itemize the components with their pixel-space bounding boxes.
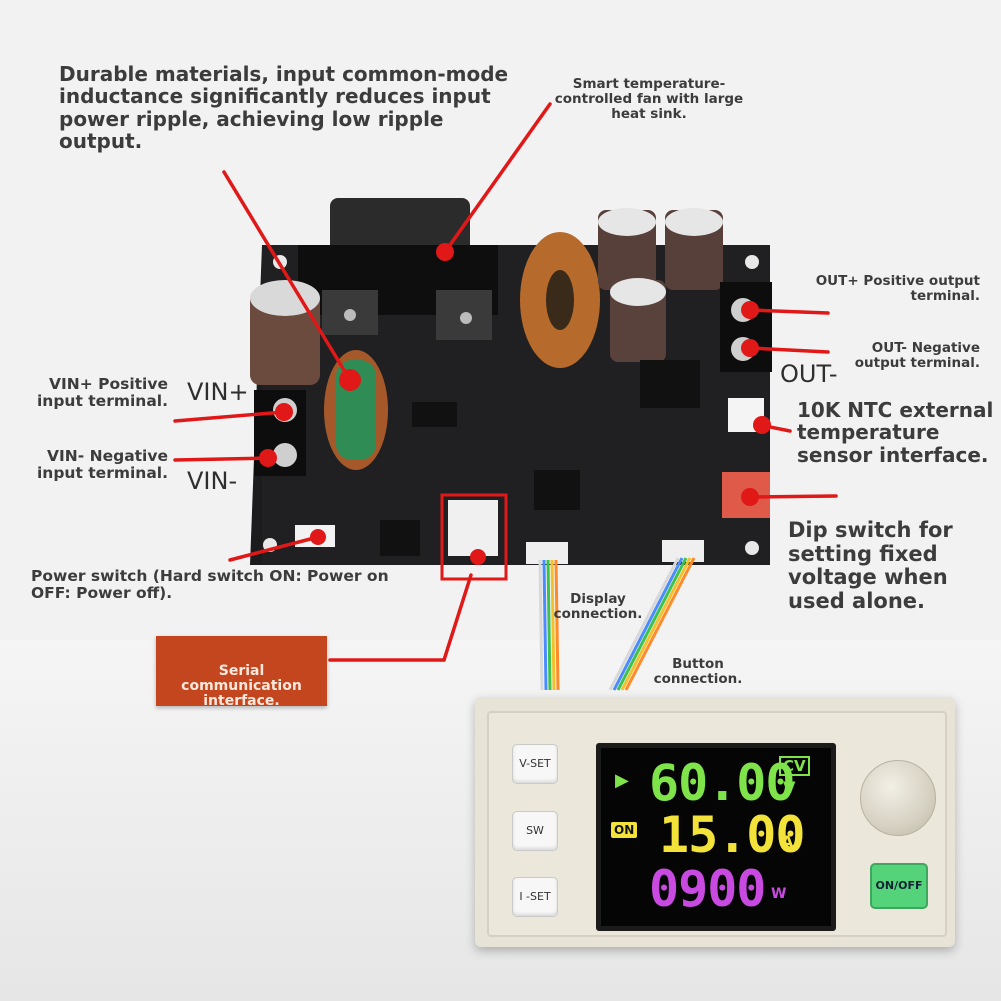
controller-module: V-SET SW I -SET ▶ 60.00 CV V ON 15.00 A …: [475, 697, 955, 947]
on-status-badge: ON: [611, 822, 638, 838]
label-fan: Smart temperature-controlled fan with la…: [554, 76, 744, 123]
current-unit: A: [781, 832, 794, 851]
sw-button[interactable]: SW: [512, 811, 558, 851]
mode-cv: CV: [779, 756, 810, 776]
label-vin-positive: VIN+ Positive input terminal.: [36, 375, 168, 411]
serial-interface-box: Serial communication interface.: [156, 636, 327, 709]
speaker-icon: ▶: [615, 770, 629, 791]
vset-button[interactable]: V-SET: [512, 744, 558, 784]
onoff-button[interactable]: ON/OFF: [870, 863, 928, 909]
label-button-connection: Button connection.: [653, 656, 743, 688]
lcd-display: ▶ 60.00 CV V ON 15.00 A 0900 W: [596, 743, 836, 931]
label-out-positive: OUT+ Positive output terminal.: [815, 273, 980, 305]
encoder-knob[interactable]: [860, 760, 936, 836]
iset-button[interactable]: I -SET: [512, 877, 558, 917]
power-readout: 0900: [649, 860, 766, 918]
power-unit: W: [771, 886, 787, 902]
current-readout: 15.00: [659, 806, 806, 864]
label-power-switch: Power switch (Hard switch ON: Power on O…: [31, 567, 389, 603]
label-display-connection: Display connection.: [553, 591, 643, 623]
voltage-readout: 60.00: [649, 754, 796, 812]
label-out-negative: OUT- Negative output terminal.: [854, 340, 980, 372]
label-vin-negative: VIN- Negative input terminal.: [36, 447, 168, 483]
module-panel: V-SET SW I -SET ▶ 60.00 CV V ON 15.00 A …: [487, 711, 947, 937]
label-ntc: 10K NTC external temperature sensor inte…: [797, 398, 994, 467]
vin-minus-silk: VIN-: [187, 467, 238, 495]
out-minus-silk: OUT-: [780, 360, 838, 388]
label-dip-switch: Dip switch for setting fixed voltage whe…: [788, 518, 953, 614]
voltage-unit: V: [783, 778, 796, 797]
vin-plus-silk: VIN+: [187, 378, 249, 406]
label-durable-materials: Durable materials, input common-mode ind…: [59, 62, 509, 154]
